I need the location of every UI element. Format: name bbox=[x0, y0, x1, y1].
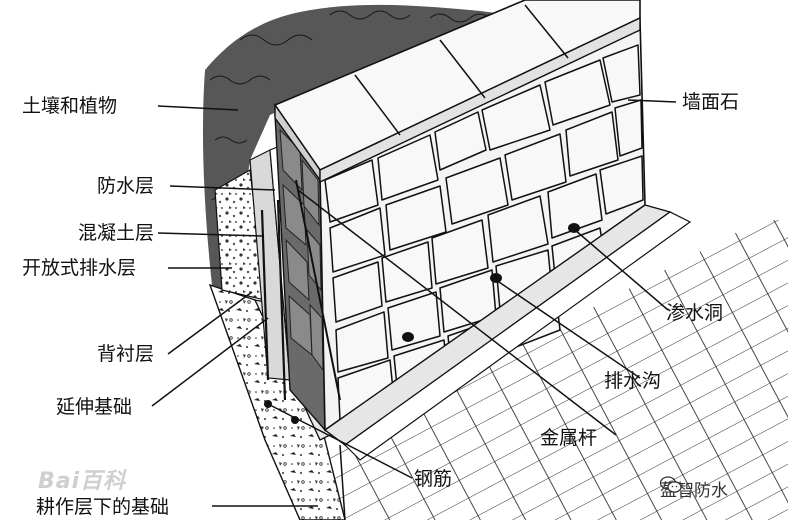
label-open-drainage-layer: 开放式排水层 bbox=[22, 257, 137, 279]
label-backing-layer: 背衬层 bbox=[97, 343, 155, 365]
label-waterproof-layer: 防水层 bbox=[97, 175, 155, 197]
rebar-lines bbox=[260, 199, 287, 401]
label-wall-face-stone: 墙面石 bbox=[682, 91, 740, 113]
rebar-end-2 bbox=[291, 416, 299, 424]
label-weep-hole: 渗水洞 bbox=[666, 302, 724, 324]
account-watermark: 盈智防水 bbox=[660, 476, 728, 501]
ground-cut-line bbox=[339, 444, 346, 520]
label-rebar: 钢筋 bbox=[414, 468, 453, 490]
wechat-icon bbox=[660, 476, 682, 493]
label-metal-rod: 金属杆 bbox=[540, 427, 598, 449]
baidu-watermark: Bai百科 bbox=[38, 469, 127, 494]
label-foundation-below-tillage: 耕作层下的基础 bbox=[36, 496, 170, 518]
leader-lines bbox=[151, 99, 677, 507]
label-soil-and-plants: 土壤和植物 bbox=[22, 95, 118, 117]
vegetation-mass bbox=[202, 4, 640, 300]
wall-side-stones bbox=[279, 128, 324, 372]
drainage-channel-edge bbox=[344, 211, 692, 461]
coping-joints bbox=[354, 4, 569, 136]
label-drainage-ditch: 排水沟 bbox=[604, 370, 662, 392]
label-concrete-layer: 混凝土层 bbox=[78, 222, 155, 244]
weep-holes bbox=[402, 223, 580, 342]
label-extended-foundation: 延伸基础 bbox=[56, 396, 133, 418]
coping-side-edge bbox=[319, 16, 641, 184]
front-ground bbox=[300, 220, 788, 520]
metal-rod-line bbox=[295, 179, 341, 401]
